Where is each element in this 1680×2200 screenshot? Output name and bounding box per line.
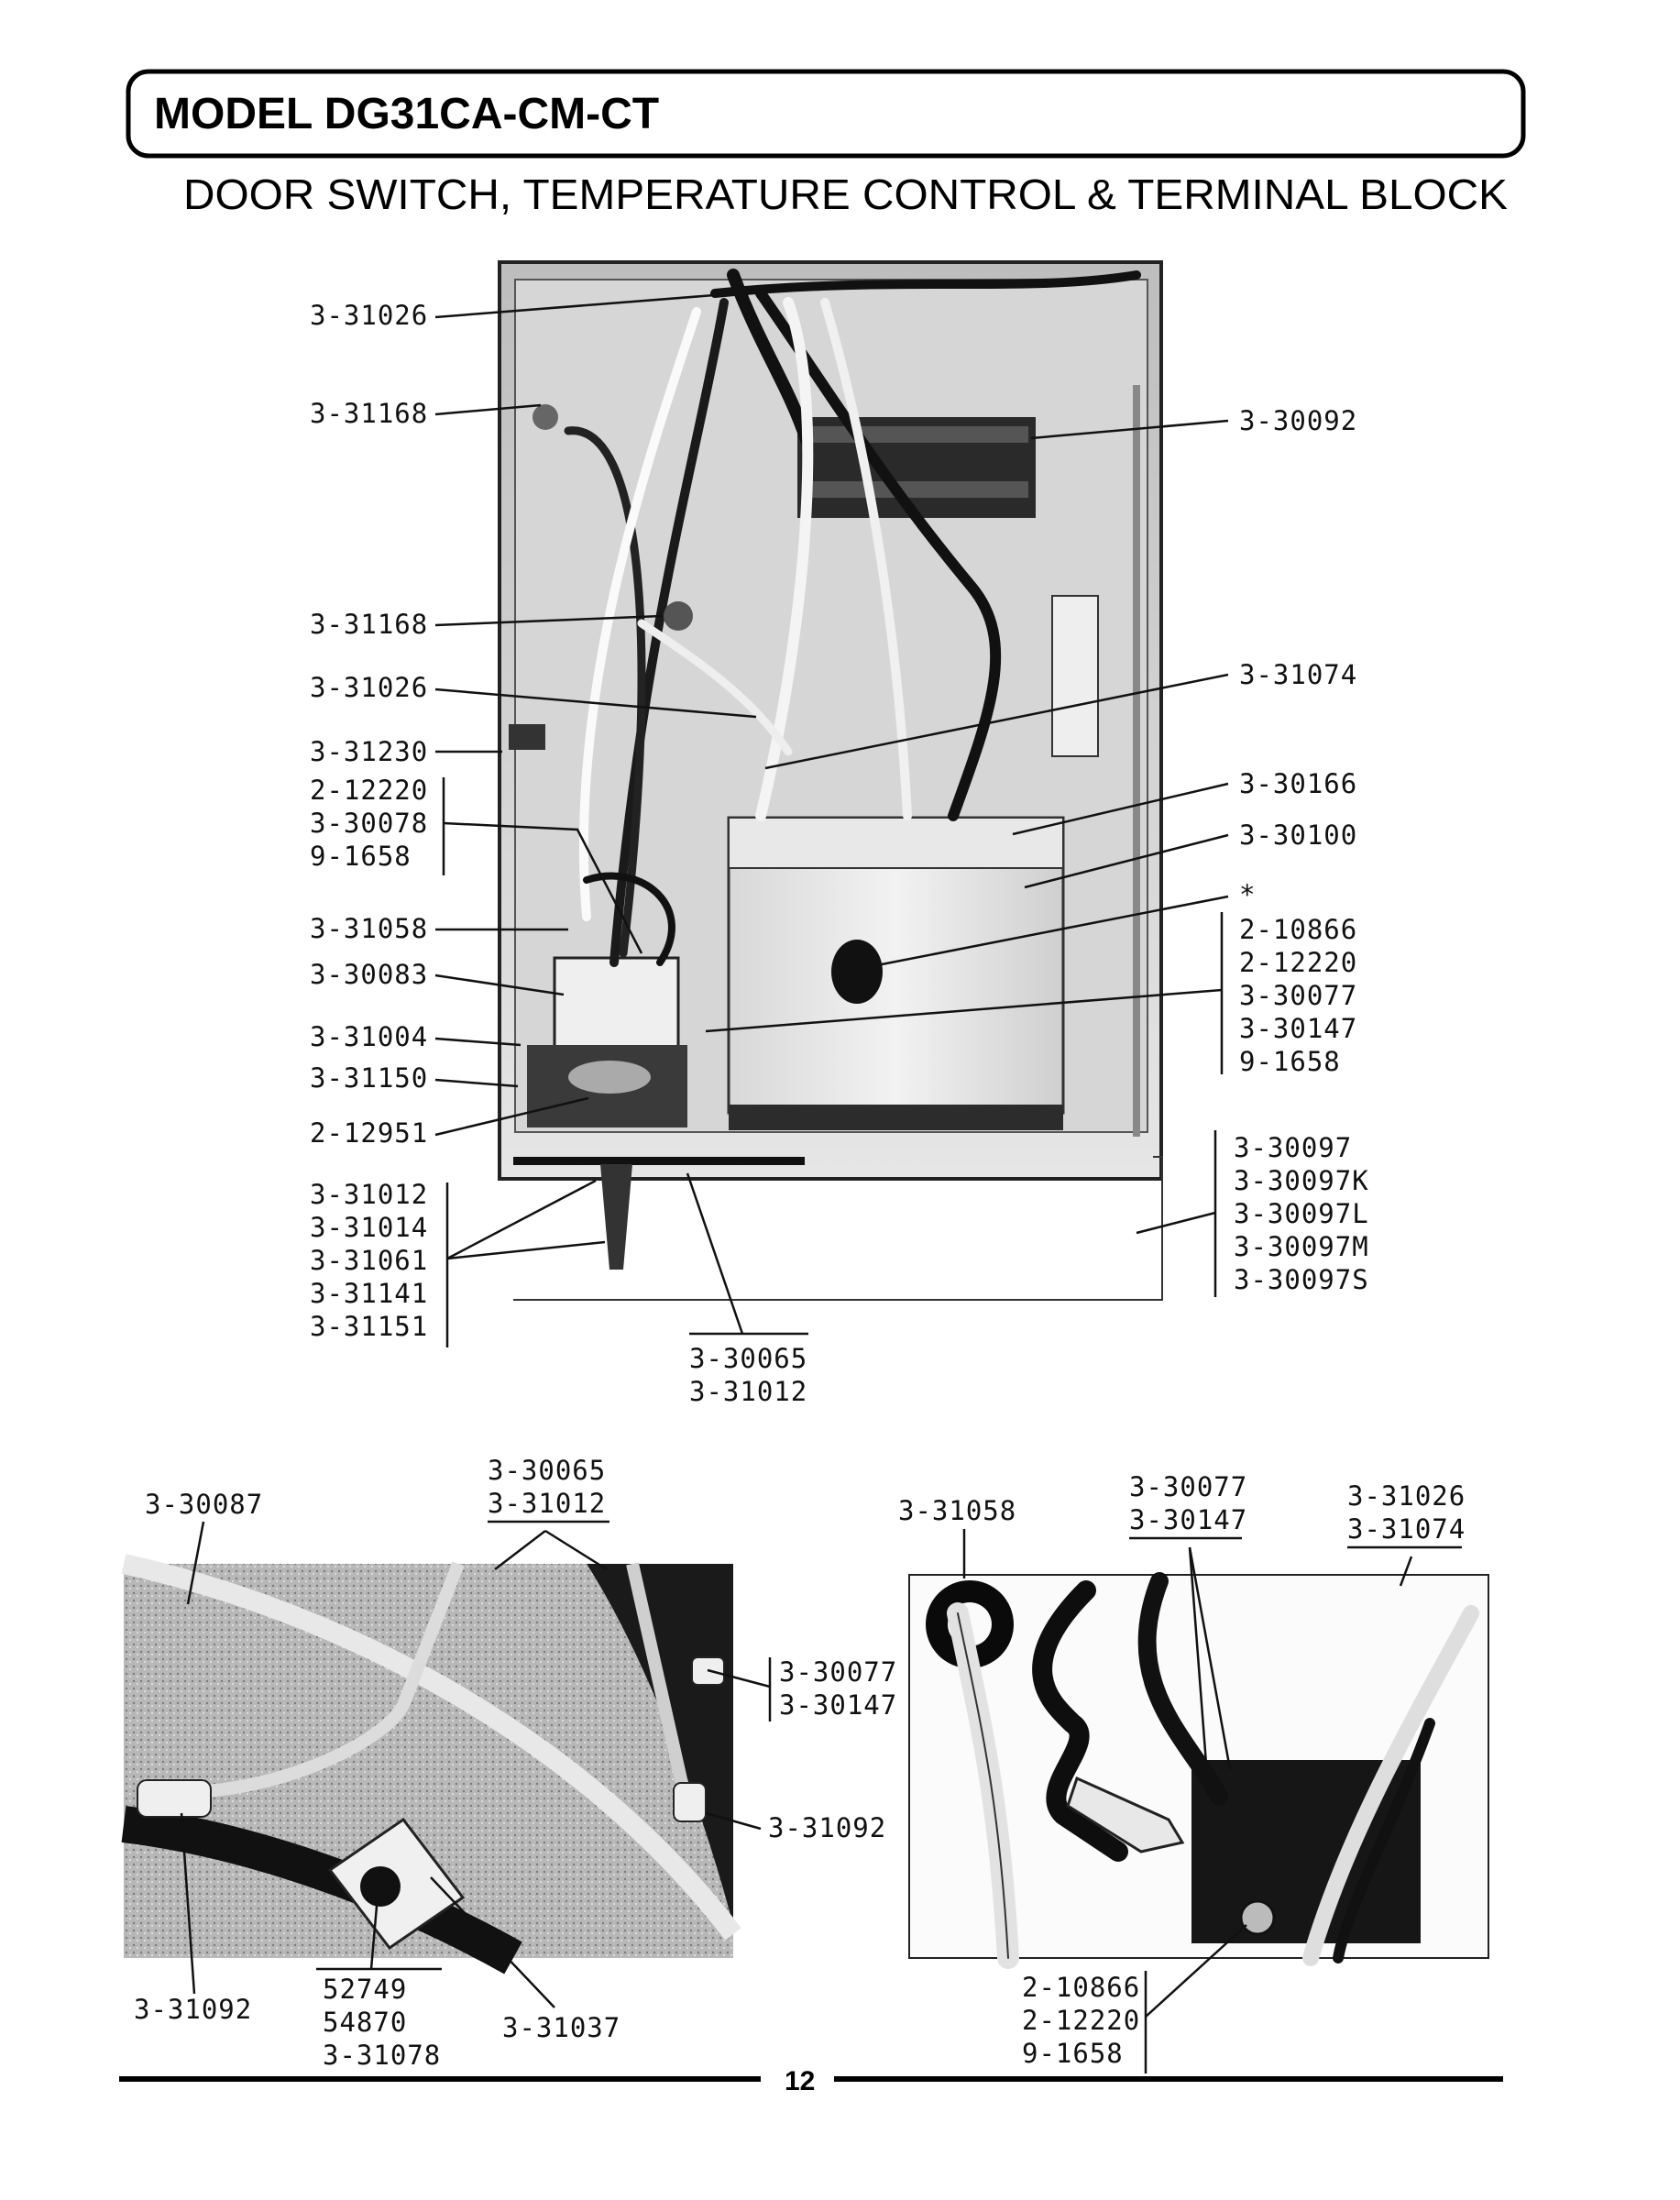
group-d-item: 3-30097K — [1234, 1165, 1369, 1196]
label-3-31026-top: 3-31026 — [310, 300, 428, 331]
label-3-31026-mid: 3-31026 — [310, 672, 428, 703]
model-title-box — [126, 69, 1526, 159]
grommet-1 — [533, 404, 558, 430]
switch-plunger — [600, 1164, 632, 1270]
label-3-30083: 3-30083 — [310, 959, 428, 990]
bl-bottom-group-item: 54870 — [323, 2007, 407, 2038]
main-left-labels: 3-31026 3-31168 3-31168 3-31026 3-31230 … — [310, 300, 807, 1407]
label-3-30087: 3-30087 — [145, 1489, 263, 1520]
br-top-mid-item: 3-30147 — [1129, 1504, 1247, 1535]
main-right-labels: 3-30092 3-31074 3-30166 3-30100 * 2-1086… — [1234, 405, 1369, 1295]
group-d-item: 3-30097 — [1234, 1132, 1352, 1163]
group-d-item: 3-30097S — [1234, 1264, 1369, 1295]
bl-bottom-group-item: 52749 — [323, 1974, 407, 2005]
label-3-31092-left: 3-31092 — [134, 1994, 252, 2025]
main-leader-lines — [434, 292, 1229, 1348]
group-a-item: 2-12220 — [310, 775, 428, 806]
bl-top-group-item: 3-30065 — [488, 1455, 606, 1486]
sensor-clip-left — [137, 1779, 212, 1818]
label-3-30100: 3-30100 — [1239, 820, 1357, 851]
bottom-group-item: 3-30065 — [689, 1343, 807, 1374]
door-switch — [553, 956, 680, 1051]
label-2-12951: 2-12951 — [310, 1117, 428, 1149]
group-b-item: 3-31061 — [310, 1245, 428, 1276]
label-3-31230: 3-31230 — [310, 736, 428, 767]
br-bottom-group-item: 2-12220 — [1022, 2005, 1140, 2036]
switch-detail-photo — [908, 1572, 1489, 1969]
model-title: MODEL DG31CA-CM-CT — [154, 90, 659, 138]
label-star: * — [1239, 879, 1256, 910]
group-b-item: 3-31141 — [310, 1278, 428, 1309]
mounting-nut — [1239, 1899, 1276, 1936]
group-b-item: 3-31151 — [310, 1311, 428, 1342]
label-3-31168-top: 3-31168 — [310, 398, 428, 429]
sensor-clip-right — [673, 1782, 707, 1822]
group-a-item: 9-1658 — [310, 841, 412, 872]
bl-right-group-item: 3-30147 — [779, 1689, 897, 1721]
label-3-31074: 3-31074 — [1239, 659, 1357, 690]
group-c-item: 9-1658 — [1239, 1046, 1341, 1077]
label-3-31058: 3-31058 — [310, 913, 428, 944]
spade-terminal — [1066, 1776, 1185, 1854]
footer: 12 — [119, 2066, 1503, 2096]
drum-detail-labels: 3-30087 3-30065 3-31012 3-30077 3-30147 … — [134, 1455, 897, 2071]
label-3-31168-mid: 3-31168 — [310, 609, 428, 640]
label-3-30092: 3-30092 — [1239, 405, 1357, 436]
group-d-item: 3-30097L — [1234, 1198, 1369, 1229]
label-3-31037: 3-31037 — [502, 2012, 620, 2043]
label-3-31004: 3-31004 — [310, 1021, 428, 1052]
grommet-2 — [664, 601, 693, 631]
br-top-right-item: 3-31074 — [1347, 1513, 1466, 1545]
group-b-item: 3-31012 — [310, 1179, 428, 1210]
group-d-item: 3-30097M — [1234, 1231, 1369, 1262]
main-cabinet-photo — [498, 260, 1163, 1301]
br-bottom-group-item: 9-1658 — [1022, 2038, 1124, 2069]
br-top-right-item: 3-31026 — [1347, 1480, 1466, 1512]
thermostat — [360, 1866, 401, 1907]
group-c-item: 2-12220 — [1239, 947, 1357, 978]
group-b-item: 3-31014 — [310, 1212, 428, 1243]
bl-bottom-group-item: 3-31078 — [323, 2040, 441, 2071]
bottom-group-item: 3-31012 — [689, 1376, 807, 1407]
group-c-item: 3-30077 — [1239, 980, 1357, 1011]
page-subtitle: DOOR SWITCH, TEMPERATURE CONTROL & TERMI… — [183, 170, 1508, 218]
drum-detail-photo — [121, 1554, 741, 1974]
switch-detail-leaders — [962, 1529, 1462, 2074]
bl-right-group-item: 3-30077 — [779, 1656, 897, 1688]
br-top-mid-item: 3-30077 — [1129, 1471, 1247, 1502]
bl-top-group-item: 3-31012 — [488, 1488, 606, 1519]
header: MODEL DG31CA-CM-CT DOOR SWITCH, TEMPERAT… — [126, 69, 1526, 218]
group-a-item: 3-30078 — [310, 808, 428, 839]
group-c-item: 2-10866 — [1239, 914, 1357, 945]
door-strike — [509, 724, 545, 750]
drum-detail-leaders — [180, 1520, 772, 2008]
label-3-31058-detail: 3-31058 — [898, 1495, 1016, 1526]
label-3-31150: 3-31150 — [310, 1062, 428, 1094]
control-knob — [831, 940, 883, 1004]
br-bottom-group-item: 2-10866 — [1022, 1972, 1140, 2003]
group-c-item: 3-30147 — [1239, 1013, 1357, 1044]
label-3-31092-right: 3-31092 — [768, 1812, 886, 1843]
switch-detail-labels: 3-31058 3-30077 3-30147 3-31026 3-31074 … — [898, 1471, 1466, 2069]
label-3-30166: 3-30166 — [1239, 768, 1357, 799]
page-number: 12 — [785, 2066, 815, 2096]
hinge-plate — [1051, 595, 1099, 757]
